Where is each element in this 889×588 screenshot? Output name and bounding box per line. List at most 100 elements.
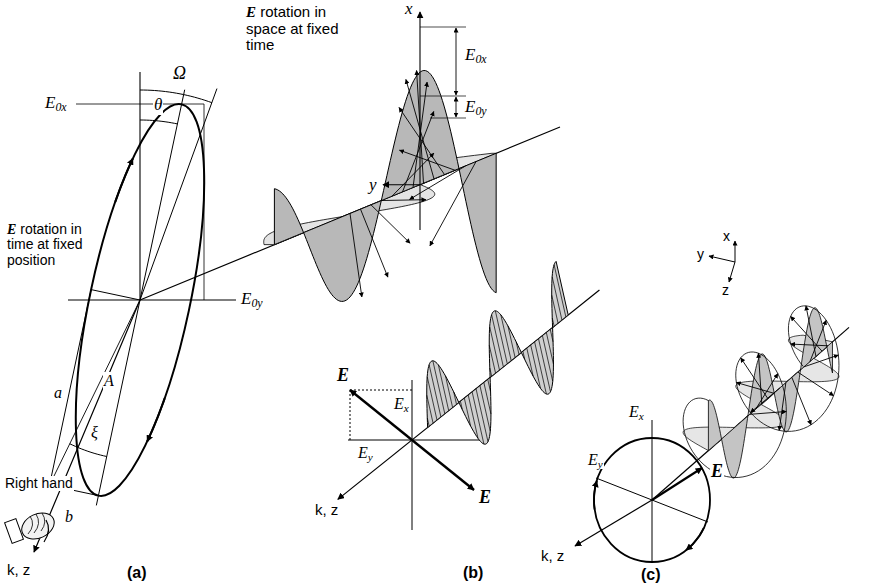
propagation-axis [575,500,652,546]
hand-fist [18,508,59,544]
ellipticity-diagonal [50,300,140,485]
field-vector-bold [652,468,702,500]
hatch-vector [539,339,551,392]
field-vector [371,205,410,243]
hatch-vector [523,351,525,359]
hatch-vector [438,365,448,411]
hatch-vector [488,379,491,392]
hatch-vector [476,389,488,442]
rotation-arrow [115,159,133,202]
hatch-vector [531,345,541,388]
hatch-vector [427,377,437,420]
hand-finger [34,514,39,533]
hand-finger [28,516,33,534]
axis-label: E [710,462,724,482]
x-component-wave [708,308,832,478]
field-vector [741,358,768,399]
hatch-vector [535,342,547,394]
field-vector [758,353,761,404]
axis-label: E [478,488,492,508]
y-axis-line [68,299,236,300]
hatch-vector [427,418,429,426]
axis-label: a [53,384,63,402]
panel-label: (a) [126,564,148,582]
x-axis-arrow [419,12,420,230]
hatch-vector [552,318,554,326]
hatch-vector [508,326,515,358]
hatch-vector [492,315,504,367]
hatch-vector [495,311,507,364]
field-vector [806,306,816,356]
hatch-vector [554,265,566,317]
panel-label: (b) [462,564,484,582]
axis-label: E0x [44,94,68,113]
hatch-vector [501,315,511,361]
axis-label: θ [153,96,163,115]
right-hand-icon [5,508,59,544]
hand-finger [41,513,45,531]
triad-y-arrow [709,256,735,262]
hatch-vector [490,327,500,370]
field-vector [791,316,822,351]
hatch-vector [480,386,490,432]
semi-axis-box [50,290,99,496]
field-vector [361,209,388,277]
axis-label: Ω [172,64,187,84]
axis-label: x [722,229,731,244]
hatch-vector [550,329,553,342]
y-axis-line [348,440,482,441]
caption-note: E rotation in time at fixed position [6,222,90,268]
axis-label: E0y [240,290,264,309]
amplitude-arrow [456,28,457,95]
linear-wave [427,261,568,444]
axis-label: Right hand [4,476,74,491]
angle-arc [140,90,212,103]
hatch-vector [490,368,492,376]
field-vector [350,214,362,297]
hatch-vector [468,395,478,438]
hatch-vector [546,333,553,365]
field-vector [382,199,426,201]
axis-label: Ey [357,444,374,462]
hatch-vector [433,361,445,414]
hatch-vector [460,401,462,409]
angle-arc [140,120,177,124]
hatch-vector [472,392,484,444]
axis-label: y [696,247,705,262]
triad-x-arrow [735,241,736,262]
rotation-arrow [594,481,597,510]
axis-label: Ex [393,395,410,413]
field-vector [751,388,780,413]
hatch-vector [446,376,453,408]
x-component-wave [274,70,496,301]
axis-label: z [721,283,730,298]
panel-label: (c) [640,566,662,584]
hatch-vector [484,383,491,415]
axis-label: E0x [464,46,488,65]
field-vector [399,150,455,170]
field-vector [430,162,476,246]
component-dotted [350,390,412,391]
field-vector [791,344,828,346]
caption-note: E rotation in space at fixed time [245,4,359,54]
hatch-vector [552,277,562,320]
polarization-circle [594,438,710,562]
axis-label: A [103,372,115,390]
axis-label: b [64,508,74,526]
amplitude-tick [430,118,466,119]
hatch-vector [454,392,457,405]
field-vector [392,153,434,196]
hatch-vector [542,336,552,382]
hand-thumb [44,520,49,542]
helix-curve [683,306,839,478]
x-axis-line [139,72,140,300]
field-vector [804,355,838,367]
field-vector [798,372,834,396]
hatch-vector [516,342,519,355]
drawing-group [5,12,849,562]
rotation-arrow [147,398,165,441]
axis-label: k, z [314,502,339,519]
rotation-arrow [686,528,704,550]
